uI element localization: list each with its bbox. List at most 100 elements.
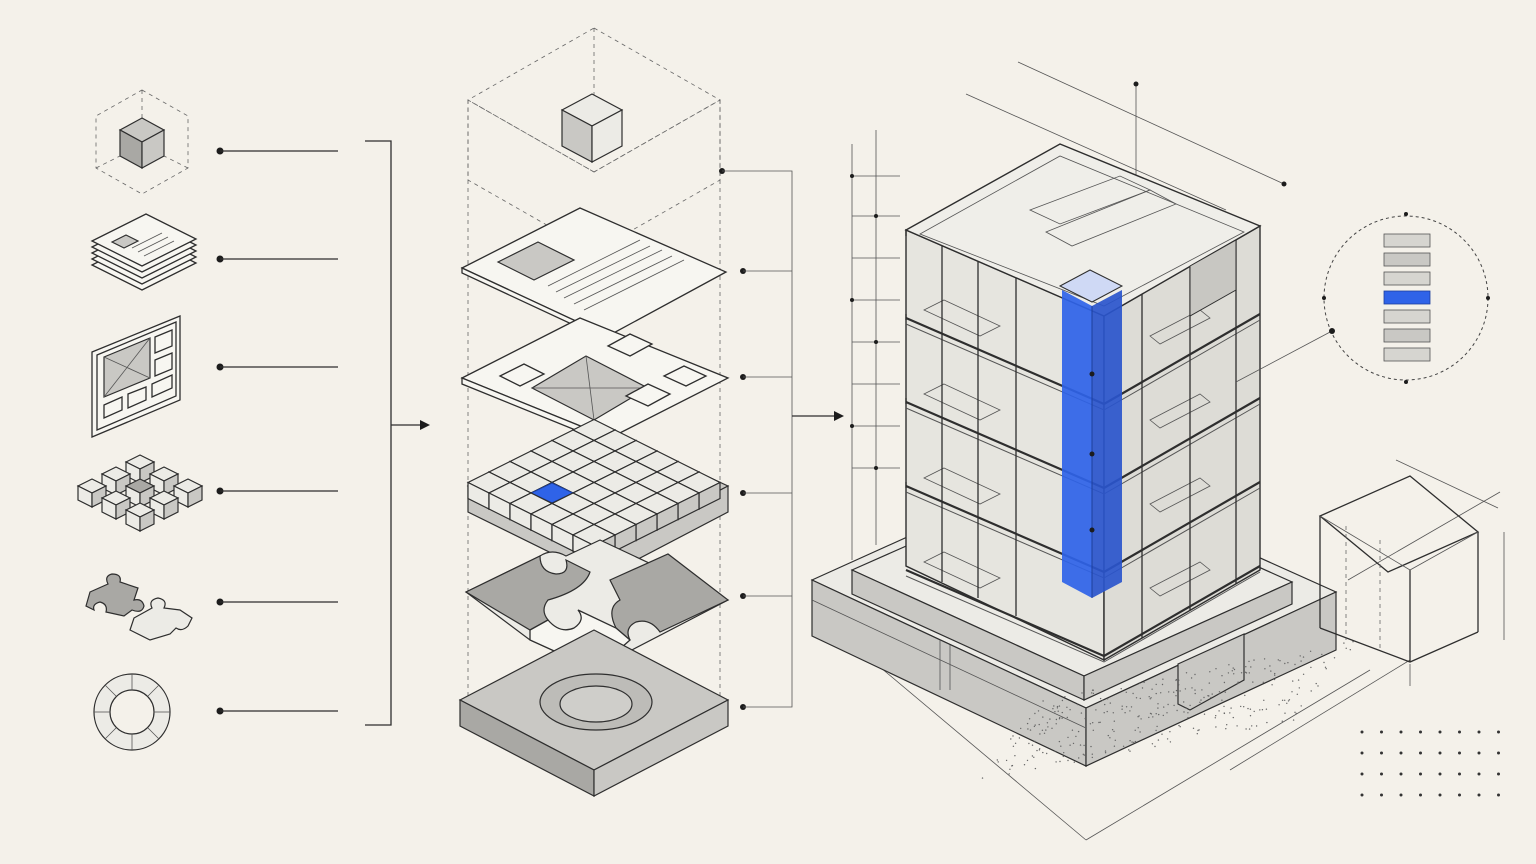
stipple-dot: [1249, 715, 1252, 717]
cluster-cube: [148, 490, 180, 520]
stipple-dot: [1179, 690, 1181, 692]
stipple-dot: [1061, 699, 1064, 702]
stipple-dot: [1218, 710, 1220, 712]
stipple-dot: [1249, 708, 1252, 710]
stipple-dot: [1113, 730, 1115, 733]
stipple-dot: [1162, 714, 1165, 717]
stipple-dot: [1166, 712, 1168, 714]
stipple-dot: [1042, 700, 1044, 702]
grid-block-layer: [466, 418, 730, 579]
stipple-dot: [1137, 716, 1139, 718]
stipple-dot: [1109, 737, 1111, 739]
legend-callout: [1235, 212, 1490, 384]
stipple-dot: [1226, 724, 1228, 726]
stipple-dot: [1012, 735, 1014, 737]
grid-dot: [1458, 772, 1461, 776]
stipple-dot: [1209, 671, 1211, 673]
stipple-dot: [1056, 707, 1059, 709]
legend-bar-list: [1383, 233, 1431, 362]
stipple-dot: [1092, 722, 1094, 724]
foundation-base-layer: [458, 629, 730, 797]
stipple-dot: [1034, 767, 1037, 770]
stipple-dot: [1049, 718, 1051, 720]
stipple-dot: [1227, 672, 1230, 674]
stipple-dot: [1149, 698, 1151, 700]
stipple-dot: [1143, 681, 1145, 684]
stipple-dot: [1214, 717, 1217, 719]
stipple-dot: [1287, 700, 1290, 702]
stipple-dot: [1014, 742, 1017, 744]
stipple-dot: [1151, 743, 1154, 745]
stipple-dot: [1163, 706, 1165, 708]
stipple-dot: [1248, 728, 1251, 730]
grid-dot: [1360, 751, 1364, 755]
wireframe-cube: [1318, 459, 1505, 686]
stipple-dot: [1064, 696, 1066, 698]
building-body: [904, 143, 1262, 663]
stipple-dot: [1270, 670, 1272, 672]
stipple-dot: [1082, 753, 1085, 755]
grid-dot: [1419, 751, 1422, 755]
cluster-cube: [124, 454, 156, 484]
stipple-dot: [1125, 691, 1128, 693]
stipple-dot: [1343, 642, 1345, 644]
stipple-dot: [1223, 712, 1226, 714]
legend-bar: [1383, 309, 1431, 324]
stipple-dot: [1038, 723, 1040, 726]
stipple-dot: [1106, 710, 1108, 713]
stipple-dot: [1091, 692, 1093, 694]
stipple-dot: [1225, 728, 1227, 730]
stipple-dot: [1069, 709, 1071, 711]
stipple-dot: [1012, 745, 1015, 747]
grid-dot: [1438, 772, 1442, 776]
stipple-dot: [1092, 692, 1095, 695]
stipple-dot: [1026, 759, 1029, 762]
legend-bar: [1383, 328, 1431, 343]
grid-dot: [1360, 793, 1364, 797]
stipple-dot: [1194, 673, 1196, 676]
stipple-dot: [1063, 752, 1065, 754]
stipple-dot: [1066, 716, 1069, 719]
grid-dot: [1458, 730, 1461, 734]
stipple-dot: [996, 759, 998, 761]
stipple-dot: [1114, 739, 1117, 741]
stipple-dot: [1264, 668, 1266, 670]
grid-dot: [1360, 772, 1364, 776]
stipple-dot: [1197, 729, 1199, 732]
stipple-dot: [1167, 703, 1169, 706]
legend-bar: [1383, 252, 1431, 267]
stipple-dot: [1137, 727, 1139, 729]
stipple-dot: [1121, 708, 1123, 710]
blue-core-column: [1058, 269, 1124, 598]
stipple-dot: [1299, 655, 1301, 657]
grid-dot: [1477, 793, 1481, 797]
stipple-dot: [1173, 704, 1175, 707]
wireframe-panel-icon: [91, 315, 181, 438]
stipple-dot: [1236, 725, 1238, 727]
stipple-dot: [1073, 761, 1076, 763]
grid-dot: [1419, 730, 1422, 734]
stipple-dot: [1089, 723, 1092, 725]
stipple-dot: [1029, 729, 1032, 731]
stipple-dot: [1129, 750, 1131, 752]
stipple-dot: [1113, 745, 1116, 747]
stipple-dot: [1175, 679, 1177, 682]
grid-dot: [1497, 751, 1500, 755]
stipple-dot: [1051, 727, 1053, 729]
building-guides: [811, 61, 1501, 841]
stipple-dot: [1077, 730, 1080, 733]
grid-dot: [1477, 772, 1481, 776]
stipple-dot: [1266, 721, 1268, 724]
stipple-dot: [1157, 703, 1159, 705]
stipple-dot: [1157, 707, 1159, 709]
stipple-dot: [997, 761, 999, 763]
stipple-dot: [1190, 677, 1193, 679]
stipple-dot: [1232, 716, 1235, 719]
stipple-dot: [1223, 681, 1226, 684]
stipple-dot: [1071, 729, 1074, 731]
stipple-dot: [1056, 705, 1059, 708]
stipple-dot: [1031, 755, 1034, 757]
stipple-dot: [1155, 713, 1157, 715]
stipple-dot: [1132, 692, 1134, 695]
stipple-dot: [1046, 752, 1048, 755]
